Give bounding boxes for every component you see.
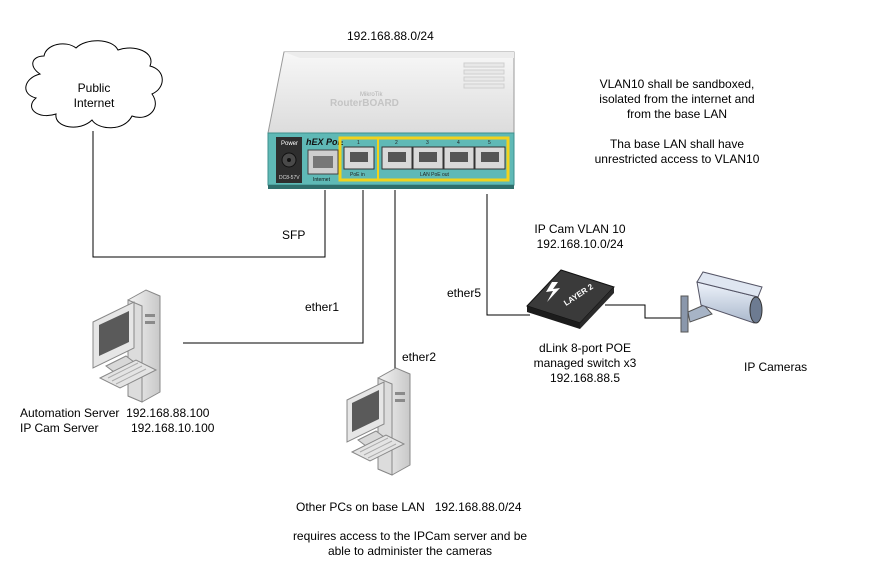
switch-label: dLink 8-port POE managed switch x3 192.1… [520,341,650,386]
pcs-req-line1: requires access to the IPCam server and … [292,529,528,543]
vlan-subnet: 192.168.10.0/24 [536,237,624,251]
ether5-link [486,194,530,316]
lan-label: LAN PoE out [420,172,450,178]
note-line3: from the base LAN [626,107,728,121]
switch-camera-link [605,304,682,319]
jack-label: DC8-57V [279,175,300,181]
server-ip2: 192.168.10.100 [131,421,215,435]
ip-camera-icon [680,271,763,333]
port-number: 2 [395,140,398,146]
router-model: RouterBOARD [330,98,399,109]
note-line4: Tha base LAN shall have [609,137,745,151]
note-line5: unrestricted access to VLAN10 [594,152,760,166]
ether2-link-label: ether2 [402,350,437,364]
ether5-link-label: ether5 [447,286,482,300]
router-subnet: 192.168.88.0/24 [347,29,434,43]
server-ip1: 192.168.88.100 [126,406,210,420]
switch-icon: LAYER 2 [526,269,615,329]
switch-ip: 192.168.88.5 [549,371,621,385]
sfp-link [92,131,326,258]
poe-in-label: PoE in [350,172,365,178]
note-line1: VLAN10 shall be sandboxed, [599,77,755,91]
cameras-label: IP Cameras [744,360,808,374]
switch-line1: dLink 8-port POE [538,341,632,355]
cloud-label-line1: Public [77,81,111,95]
lightning-icon [546,282,560,302]
pcs-name: Other PCs on base LAN [296,500,425,514]
cloud-label: Public Internet [62,81,126,111]
cloud-icon [25,40,163,129]
ether1-link [183,190,364,344]
port-number: 3 [426,140,429,146]
connection-lines [92,131,682,375]
cloud-label-line2: Internet [73,96,115,110]
server-name1: Automation Server [20,406,120,420]
pcs-subnet: 192.168.88.0/24 [434,500,522,514]
vlan-label: IP Cam VLAN 10 192.168.10.0/24 [520,222,640,252]
sfp-link-label: SFP [282,228,306,242]
router-face-label: hEX PoE [306,137,345,147]
server-label: Automation Server 192.168.88.100 [20,406,209,421]
policy-note: VLAN10 shall be sandboxed, isolated from… [570,77,784,167]
router-brand: MikroTik [360,92,383,98]
note-line2: isolated from the internet and [599,92,755,106]
port-number: 1 [357,140,360,146]
vlan-name: IP Cam VLAN 10 [534,222,626,236]
router-icon: MikroTik RouterBOARD Power DC8-57V hEX P… [267,51,515,189]
switch-line2: managed switch x3 [533,356,637,370]
lan-pc-icon [346,367,411,476]
power-label: Power [281,141,298,147]
server-label-2: IP Cam Server 192.168.10.100 [20,421,214,436]
port-number: 5 [488,140,491,146]
ether1-link-label: ether1 [305,300,340,314]
sfp-caption: Internet [313,177,331,183]
server-name2: IP Cam Server [20,421,99,435]
pcs-requirement: requires access to the IPCam server and … [270,529,550,559]
server-pc-icon [92,289,161,403]
port-number: 4 [457,140,460,146]
pcs-label: Other PCs on base LAN 192.168.88.0/24 [296,500,522,515]
pcs-req-line2: able to administer the cameras [327,544,493,558]
